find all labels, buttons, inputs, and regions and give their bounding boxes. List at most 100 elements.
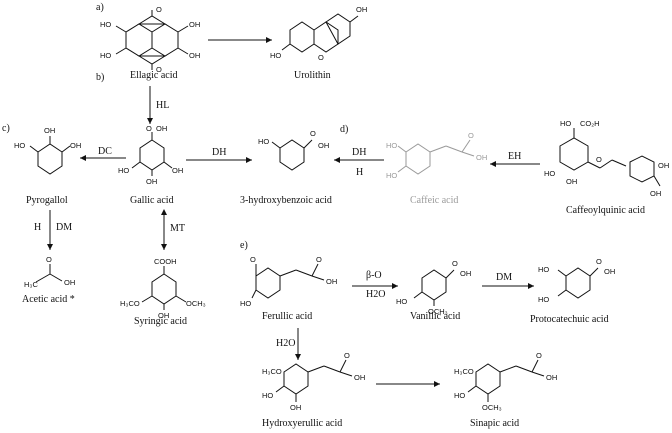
svg-text:O: O [156, 5, 162, 14]
svg-text:H₃CO: H₃CO [120, 299, 140, 308]
svg-text:O: O [344, 351, 350, 360]
compound-protocatechuic-acid: Protocatechuic acid [530, 314, 609, 325]
svg-text:HO: HO [386, 171, 397, 180]
compound-caffeoylquinic-acid: Caffeoylquinic acid [566, 205, 645, 216]
gallic-acid-structure [131, 132, 173, 176]
acetic-acid-structure [35, 264, 63, 283]
svg-text:HO: HO [560, 119, 571, 128]
svg-text:O: O [310, 129, 316, 138]
svg-text:COOH: COOH [154, 257, 177, 266]
pyrogallol-structure [29, 136, 71, 175]
svg-text:OCH₃: OCH₃ [482, 403, 502, 412]
svg-text:O: O [146, 124, 152, 133]
section-d-label: d) [340, 124, 349, 135]
svg-text:H₃CO: H₃CO [454, 367, 474, 376]
reaction-beta-o: β-O [366, 270, 382, 281]
compound-gallic-acid: Gallic acid [130, 195, 174, 206]
hydroxyferulic-structure [275, 359, 353, 402]
compound-ferulic-acid: Ferullic acid [262, 311, 313, 322]
svg-text:HO: HO [538, 265, 549, 274]
svg-text:O: O [452, 259, 458, 268]
svg-text:OH: OH [146, 177, 157, 186]
svg-text:HO: HO [386, 141, 397, 150]
reaction-mt: MT [170, 223, 185, 234]
svg-text:OH: OH [156, 124, 167, 133]
svg-text:OH: OH [318, 141, 329, 150]
svg-text:O: O [250, 255, 256, 264]
svg-text:OH: OH [476, 153, 487, 162]
compound-urolithin: Urolithin [294, 70, 331, 81]
reaction-h2o-hydroxyferulic: H2O [276, 338, 296, 349]
svg-text:H₃CO: H₃CO [262, 367, 282, 376]
reaction-dc: DC [98, 146, 112, 157]
svg-text:HO: HO [118, 166, 129, 175]
compound-3-hydroxybenzoic-acid: 3-hydroxybenzoic acid [240, 195, 332, 206]
svg-text:OH: OH [158, 311, 169, 320]
svg-text:O: O [536, 351, 542, 360]
compound-vanillic-acid: Vanillic acid [410, 311, 461, 322]
svg-text:HO: HO [14, 141, 25, 150]
syringic-acid-structure [141, 266, 187, 310]
svg-text:OH: OH [566, 177, 577, 186]
reaction-dh-gallic: DH [212, 147, 227, 158]
svg-text:OH: OH [356, 5, 367, 14]
compound-caffeic-acid: Caffeic acid [410, 195, 459, 206]
svg-text:HO: HO [100, 20, 111, 29]
svg-text:O: O [46, 255, 52, 264]
svg-text:HO: HO [538, 295, 549, 304]
section-a-label: a) [96, 2, 104, 13]
svg-text:OH: OH [354, 373, 365, 382]
svg-text:O: O [596, 155, 602, 164]
svg-text:OCH₃: OCH₃ [428, 307, 448, 316]
compound-ellagic-acid: Ellagic acid [130, 70, 178, 81]
svg-text:HO: HO [454, 391, 465, 400]
svg-text:O: O [468, 131, 474, 140]
urolithin-structure [281, 13, 359, 53]
svg-text:OH: OH [64, 278, 75, 287]
svg-text:OH: OH [189, 51, 200, 60]
compound-syringic-acid: Syringic acid [134, 316, 188, 327]
svg-text:O: O [316, 255, 322, 264]
svg-text:CO₂H: CO₂H [580, 119, 600, 128]
svg-text:OH: OH [326, 277, 337, 286]
svg-text:HO: HO [544, 169, 555, 178]
compound-acetic-acid: Acetic acid * [22, 294, 75, 305]
compound-pyrogallol: Pyrogallol [26, 195, 68, 206]
svg-text:OH: OH [44, 126, 55, 135]
protocatechuic-structure [557, 267, 599, 299]
svg-text:O: O [318, 53, 324, 62]
svg-text:OH: OH [650, 189, 661, 198]
ellagic-acid-structure [115, 10, 189, 70]
caffeic-acid-structure [397, 139, 475, 175]
svg-text:OH: OH [189, 20, 200, 29]
svg-text:OCH₃: OCH₃ [186, 299, 206, 308]
hydroxybenzoic-structure [271, 139, 313, 171]
svg-text:HO: HO [100, 51, 111, 60]
reaction-dm-protocatechuic: DM [496, 272, 513, 283]
section-c-label: c) [2, 123, 10, 134]
svg-text:HO: HO [270, 51, 281, 60]
svg-text:HO: HO [396, 297, 407, 306]
reaction-hl: HL [156, 100, 170, 111]
reaction-h: H [356, 167, 364, 178]
compound-sinapic-acid: Sinapic acid [470, 418, 520, 429]
svg-text:O: O [596, 257, 602, 266]
reaction-h-left: H [34, 222, 42, 233]
vanillic-acid-structure [413, 269, 455, 306]
svg-text:OH: OH [604, 267, 615, 276]
svg-text:HO: HO [240, 299, 251, 308]
reaction-dh-caffeic: DH [352, 147, 367, 158]
reaction-h2o-vanillic: H2O [366, 289, 386, 300]
compound-hydroxyferulic-acid: Hydroxyerullic acid [262, 418, 343, 429]
svg-text:HO: HO [258, 137, 269, 146]
svg-text:H₃C: H₃C [24, 280, 38, 289]
reaction-eh: EH [508, 151, 522, 162]
svg-text:HO: HO [262, 391, 273, 400]
ferulic-acid-structure [251, 263, 325, 299]
svg-text:OH: OH [460, 269, 471, 278]
reaction-dm-left: DM [56, 222, 73, 233]
sinapic-acid-structure [467, 359, 545, 402]
section-e-label: e) [240, 240, 248, 251]
caffeoylquinic-structure [559, 128, 661, 187]
